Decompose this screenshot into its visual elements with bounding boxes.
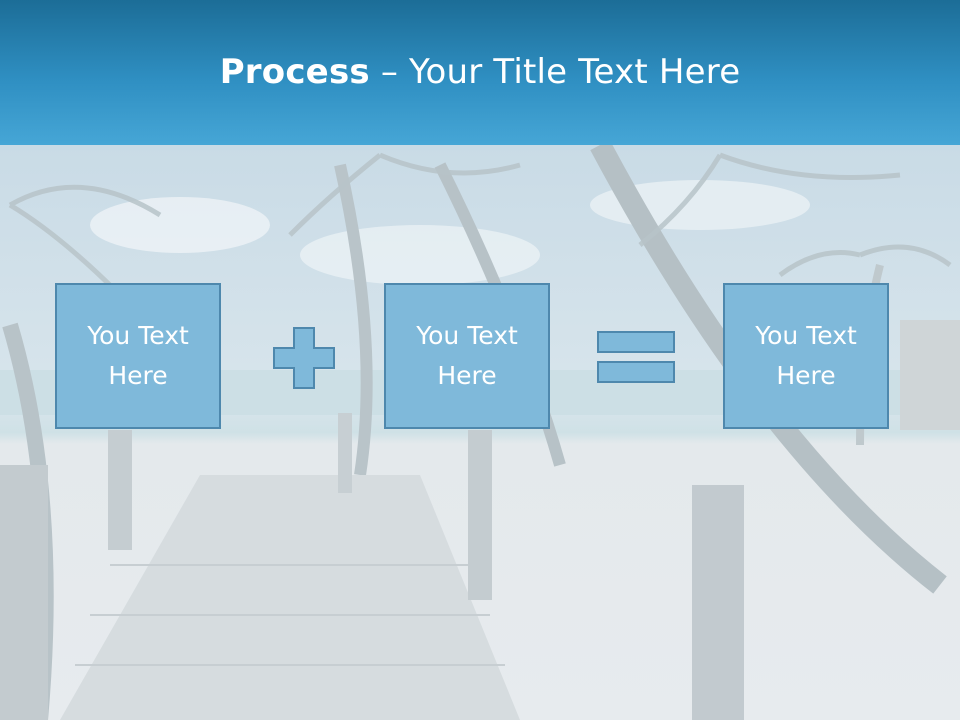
plus-icon <box>273 327 335 389</box>
process-box-1[interactable]: You Text Here <box>55 283 221 429</box>
title-bold: Process <box>219 52 370 92</box>
process-box-label: You Text Here <box>87 321 189 390</box>
slide-title: Process – Your Title Text Here <box>0 52 960 92</box>
equals-icon <box>597 331 675 383</box>
process-box-2[interactable]: You Text Here <box>384 283 550 429</box>
title-bar <box>0 0 960 145</box>
title-rest: – Your Title Text Here <box>369 52 741 92</box>
beach-background-image <box>0 145 960 720</box>
process-box-3[interactable]: You Text Here <box>723 283 889 429</box>
process-box-label: You Text Here <box>416 321 518 390</box>
process-box-label: You Text Here <box>755 321 857 390</box>
